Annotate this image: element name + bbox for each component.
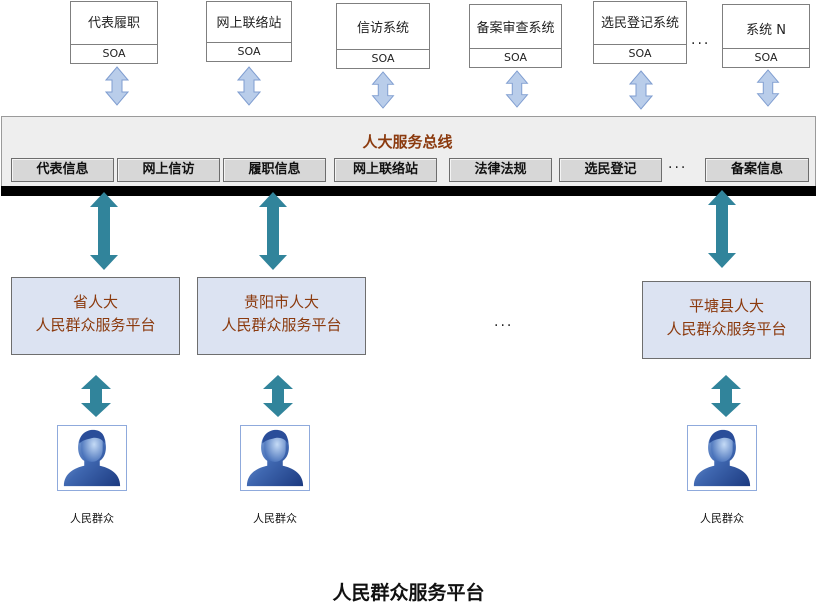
platform-subtitle: 人民群众服务平台 xyxy=(221,316,342,334)
person-label: 人民群众 xyxy=(70,512,114,525)
service-bus-bar xyxy=(1,186,816,196)
system-box-daibiao: 代表履职 SOA xyxy=(70,1,158,64)
person-avatar-icon xyxy=(240,425,310,491)
person-avatar-icon xyxy=(687,425,757,491)
system-name: 信访系统 xyxy=(356,21,409,36)
platform-name: 贵阳市人大 xyxy=(243,293,319,311)
dark-double-arrow-icon xyxy=(259,192,287,270)
soa-label: SOA xyxy=(337,49,429,68)
light-double-arrow-icon xyxy=(505,70,529,108)
platforms-ellipsis: ··· xyxy=(494,318,514,334)
dark-double-arrow-icon xyxy=(81,375,111,417)
person-label: 人民群众 xyxy=(700,512,744,525)
platform-pingtang: 平塘县人大 人民群众服务平台 xyxy=(642,281,811,359)
service-bus-title: 人大服务总线 xyxy=(362,133,453,151)
system-box-n: 系统 N SOA xyxy=(722,4,810,68)
light-double-arrow-icon xyxy=(756,69,780,107)
diagram-caption: 人民群众服务平台 xyxy=(332,582,485,604)
soa-label: SOA xyxy=(71,44,157,63)
platform-name: 省人大 xyxy=(72,293,118,311)
soa-label: SOA xyxy=(470,48,561,67)
bus-module-wangshang-xinfang: 网上信访 xyxy=(117,158,220,182)
soa-label: SOA xyxy=(594,44,686,63)
dark-double-arrow-icon xyxy=(263,375,293,417)
system-box-beian: 备案审查系统 SOA xyxy=(469,4,562,68)
system-name: 备案审查系统 xyxy=(476,21,555,36)
platform-province: 省人大 人民群众服务平台 xyxy=(11,277,180,355)
system-box-xinfang: 信访系统 SOA xyxy=(336,3,430,69)
dark-double-arrow-icon xyxy=(708,190,736,268)
bus-modules-ellipsis: ··· xyxy=(668,160,688,176)
light-double-arrow-icon xyxy=(629,70,653,110)
systems-ellipsis: ··· xyxy=(691,36,711,52)
person-label: 人民群众 xyxy=(253,512,297,525)
light-double-arrow-icon xyxy=(237,66,261,106)
bus-module-lvzhi-xinxi: 履职信息 xyxy=(223,158,326,182)
system-name: 系统 N xyxy=(746,23,786,38)
system-name: 选民登记系统 xyxy=(600,16,679,31)
platform-guiyang: 贵阳市人大 人民群众服务平台 xyxy=(197,277,366,355)
bus-module-wangshang-lianluozhan: 网上联络站 xyxy=(334,158,437,182)
system-box-lianluozhan: 网上联络站 SOA xyxy=(206,1,292,62)
bus-module-falv-fagui: 法律法规 xyxy=(449,158,552,182)
platform-subtitle: 人民群众服务平台 xyxy=(35,316,156,334)
system-name: 网上联络站 xyxy=(216,16,282,31)
system-name: 代表履职 xyxy=(87,16,140,31)
person-avatar-icon xyxy=(57,425,127,491)
platform-name: 平塘县人大 xyxy=(688,297,764,315)
bus-module-xuanmin-dengji: 选民登记 xyxy=(559,158,662,182)
bus-module-daibiao-xinxi: 代表信息 xyxy=(11,158,114,182)
light-double-arrow-icon xyxy=(105,66,129,106)
soa-label: SOA xyxy=(723,48,809,67)
platform-subtitle: 人民群众服务平台 xyxy=(666,320,787,338)
dark-double-arrow-icon xyxy=(90,192,118,270)
bus-module-beian-xinxi: 备案信息 xyxy=(705,158,809,182)
light-double-arrow-icon xyxy=(371,71,395,109)
dark-double-arrow-icon xyxy=(711,375,741,417)
system-box-xuanmin: 选民登记系统 SOA xyxy=(593,1,687,64)
soa-label: SOA xyxy=(207,42,291,61)
